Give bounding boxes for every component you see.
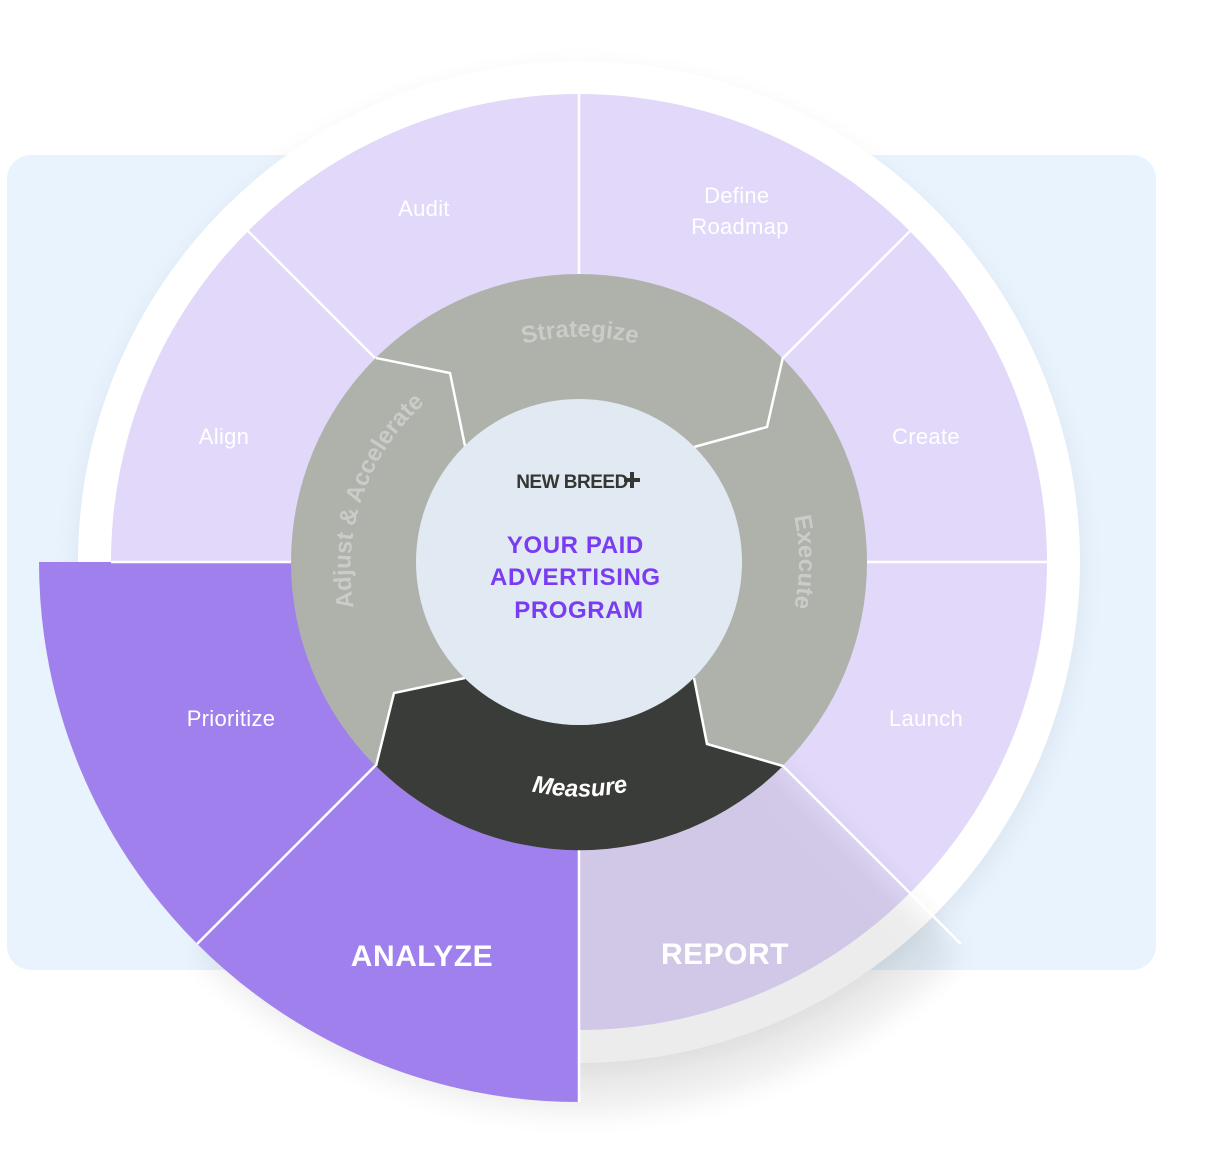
program-title: YOUR PAID ADVERTISING PROGRAM <box>490 532 668 624</box>
phase-label-execute[interactable]: Execute <box>788 513 820 612</box>
step-audit[interactable]: Audit <box>398 196 450 221</box>
phase-separator <box>374 676 466 767</box>
step-divider <box>196 764 377 945</box>
step-divider <box>781 764 962 945</box>
phase-separator <box>693 356 785 449</box>
step-divider <box>247 230 377 360</box>
plus-icon <box>624 472 640 488</box>
brand-logo: NEW BREED <box>516 472 640 493</box>
step-prioritize[interactable]: Prioritize <box>187 706 276 731</box>
program-center <box>416 399 742 725</box>
step-define-roadmap[interactable]: Define Roadmap <box>691 183 789 239</box>
phase-separator <box>375 356 467 447</box>
step-create[interactable]: Create <box>892 424 960 449</box>
step-divider <box>781 230 911 360</box>
brand-name: NEW BREED <box>516 472 628 493</box>
step-analyze[interactable]: ANALYZE <box>351 940 493 973</box>
step-report[interactable]: REPORT <box>661 938 789 971</box>
step-launch[interactable]: Launch <box>889 706 963 731</box>
phase-segment-measure[interactable] <box>376 678 783 851</box>
phase-separator <box>692 677 784 768</box>
step-align[interactable]: Align <box>199 424 249 449</box>
phase-label-measure[interactable]: Measure <box>531 771 630 803</box>
